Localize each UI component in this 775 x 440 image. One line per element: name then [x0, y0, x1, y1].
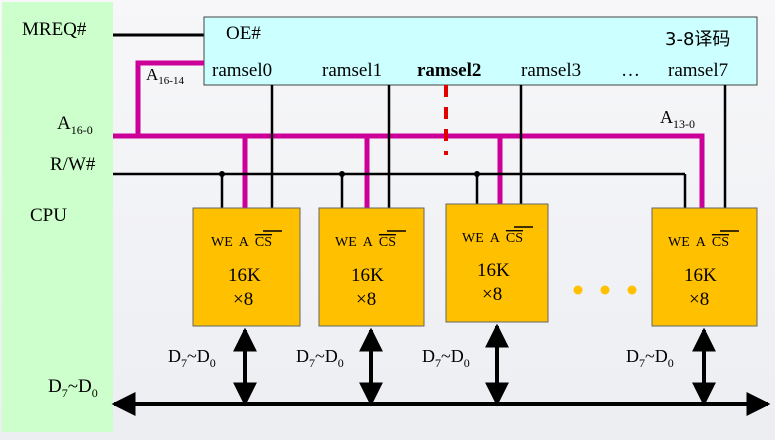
svg-text:×8: ×8 [233, 289, 253, 310]
address-low-label: A13-0 [660, 107, 695, 131]
rw-junctions [219, 171, 480, 177]
chip-0-data-label: D7~D0 [168, 346, 216, 370]
more-chips-dots [573, 285, 637, 295]
chip-2-data-label: D7~D0 [422, 346, 470, 370]
svg-text:16K: 16K [351, 265, 384, 286]
ramsel1-label: ramsel1 [322, 60, 382, 81]
svg-text:16K: 16K [684, 265, 717, 286]
ramsel2-label: ramsel2 [417, 60, 481, 81]
svg-text:×8: ×8 [689, 289, 709, 310]
svg-text:×8: ×8 [356, 289, 376, 310]
ramsel7-label: ramsel7 [668, 60, 728, 81]
mreq-label: MREQ# [22, 19, 87, 40]
svg-text:16K: 16K [228, 265, 261, 286]
rw-line [113, 172, 687, 208]
decoder-block [203, 16, 758, 86]
decoder-oe-label: OE# [226, 23, 261, 44]
cpu-label: CPU [30, 205, 67, 226]
decoder-input-label: A16-14 [146, 65, 184, 87]
chip-3-data-label: D7~D0 [626, 346, 674, 370]
svg-text:×8: ×8 [482, 284, 502, 305]
svg-text:16K: 16K [477, 260, 510, 281]
decoder-title: 3-8译码 [665, 29, 730, 50]
select-lines [270, 85, 727, 208]
chip-1-data-label: D7~D0 [296, 346, 344, 370]
rw-label: R/W# [50, 154, 96, 175]
ramsel0-label: ramsel0 [212, 60, 272, 81]
cpu-data-label: D7~D0 [48, 376, 98, 400]
ramsel3-label: ramsel3 [521, 60, 581, 81]
address-bus [113, 60, 705, 208]
chip-data-arrows [233, 323, 716, 407]
cpu-block [2, 2, 113, 432]
ellipsis-label: … [621, 60, 640, 81]
address-main-label: A16-0 [57, 113, 93, 137]
